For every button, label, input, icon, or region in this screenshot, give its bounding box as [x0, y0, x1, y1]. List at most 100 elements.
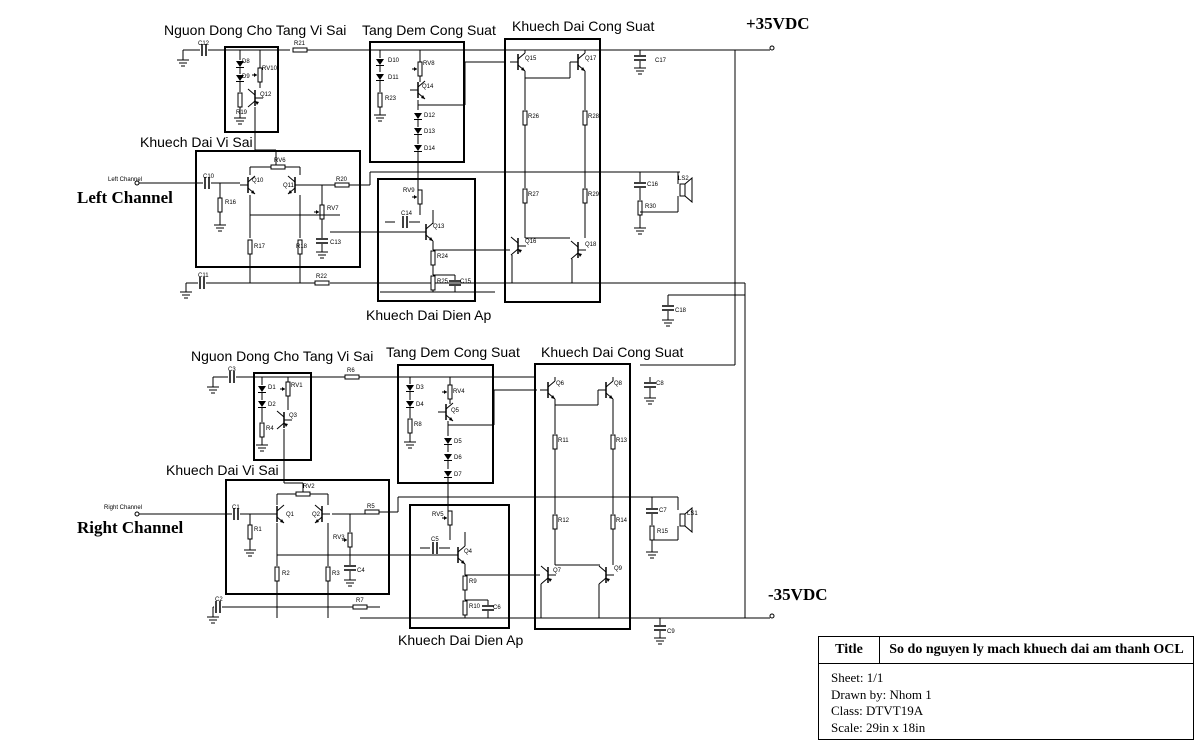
svg-text:R14: R14	[616, 518, 628, 524]
svg-text:R1: R1	[254, 527, 262, 533]
svg-text:Left Channel: Left Channel	[108, 177, 142, 183]
svg-text:Q3: Q3	[289, 413, 298, 419]
svg-text:Q16: Q16	[525, 239, 537, 245]
svg-text:RV1: RV1	[291, 383, 303, 389]
right-input-jack-icon	[134, 511, 146, 517]
svg-text:RV8: RV8	[423, 61, 435, 67]
negative-rail	[330, 282, 775, 645]
right-power-label: Khuech Dai Cong Suat	[541, 344, 684, 360]
svg-text:D7: D7	[454, 472, 462, 478]
svg-text:Q13: Q13	[433, 224, 445, 230]
right-voltage-amp-label: Khuech Dai Dien Ap	[398, 632, 524, 648]
sheet-info: Sheet: 1/1	[831, 670, 884, 685]
svg-text:R23: R23	[385, 96, 397, 102]
left-power-frame	[504, 38, 601, 303]
svg-text:RV10: RV10	[262, 66, 278, 72]
svg-text:R24: R24	[437, 254, 449, 260]
svg-text:R28: R28	[588, 114, 600, 120]
svg-text:C2: C2	[215, 597, 223, 603]
positive-rail	[320, 45, 775, 366]
svg-text:C4: C4	[357, 568, 365, 574]
right-differential-frame	[225, 479, 390, 595]
svg-text:D8: D8	[242, 59, 250, 65]
svg-text:R30: R30	[645, 204, 657, 210]
svg-text:C11: C11	[198, 273, 209, 279]
svg-text:D1: D1	[268, 385, 276, 391]
title-block: Title So do nguyen ly mach khuech dai am…	[818, 636, 1194, 740]
svg-text:R29: R29	[588, 192, 600, 198]
right-output-stage: Q6 Q8 R11 R13 R12 R14 Q7 Q9	[539, 377, 630, 618]
svg-text:RV2: RV2	[303, 484, 315, 490]
left-differential-label: Khuech Dai Vi Sai	[140, 134, 253, 150]
svg-text:R4: R4	[266, 426, 274, 432]
svg-text:C15: C15	[460, 279, 472, 285]
svg-text:C18: C18	[675, 308, 687, 314]
right-driver: D3 D4 R8 RV4 Q5 D5 D6 D7	[403, 377, 537, 512]
svg-text:D9: D9	[242, 74, 250, 80]
svg-text:LS1: LS1	[687, 511, 698, 517]
scale-info: Scale: 29in x 18in	[831, 719, 926, 735]
svg-text:D5: D5	[454, 439, 462, 445]
svg-text:R20: R20	[336, 177, 348, 183]
svg-text:Q4: Q4	[464, 549, 473, 555]
svg-text:R21: R21	[294, 41, 306, 47]
svg-text:Q5: Q5	[451, 408, 460, 414]
svg-text:Q18: Q18	[585, 242, 597, 248]
svg-text:C17: C17	[655, 58, 667, 64]
svg-text:D13: D13	[424, 129, 436, 135]
left-output-stage: Q15 Q17 R26 R28 R27 R29 Q16 Q18	[509, 50, 600, 283]
left-input: Left Channel C10 R16	[108, 174, 240, 232]
svg-text:RV6: RV6	[274, 158, 286, 164]
svg-text:LS2: LS2	[678, 176, 689, 182]
right-voltage-amp-frame	[409, 504, 510, 629]
right-current-source-frame	[253, 372, 312, 461]
svg-text:RV7: RV7	[327, 206, 339, 212]
svg-text:R5: R5	[367, 504, 375, 510]
svg-text:RV4: RV4	[453, 389, 465, 395]
left-channel-label: Left Channel	[77, 188, 173, 207]
class-info: Class: DTVT19A	[831, 703, 924, 718]
svg-text:C3: C3	[228, 367, 236, 373]
svg-text:R11: R11	[558, 438, 569, 444]
right-current-source: D1 D2 R4 RV1 Q3	[255, 377, 304, 494]
svg-text:C13: C13	[330, 240, 342, 246]
title-value: So do nguyen ly mach khuech dai am thanh…	[889, 642, 1184, 657]
left-speaker: C16 R30 LS2	[633, 171, 693, 235]
svg-text:Q15: Q15	[525, 56, 537, 62]
svg-text:R8: R8	[414, 422, 422, 428]
svg-text:Q12: Q12	[260, 92, 272, 98]
svg-text:D2: D2	[268, 402, 276, 408]
svg-text:R19: R19	[236, 110, 248, 116]
svg-text:D3: D3	[416, 385, 424, 391]
svg-text:C6: C6	[493, 605, 501, 611]
left-driver-frame	[369, 41, 465, 163]
right-differential: RV2 Q1 Q2 R2 R3 R5 RV3 C4	[268, 484, 678, 618]
rail-links	[380, 283, 601, 302]
svg-text:R27: R27	[528, 192, 540, 198]
svg-text:R26: R26	[528, 114, 540, 120]
drawn-by-info: Drawn by: Nhom 1	[831, 686, 932, 702]
right-driver-frame	[397, 364, 494, 484]
right-differential-label: Khuech Dai Vi Sai	[166, 462, 279, 478]
right-current-source-label: Nguon Dong Cho Tang Vi Sai	[191, 348, 373, 364]
svg-text:D4: D4	[416, 402, 424, 408]
svg-text:C16: C16	[647, 182, 659, 188]
svg-text:C5: C5	[431, 537, 439, 543]
left-current-source-label: Nguon Dong Cho Tang Vi Sai	[164, 22, 346, 38]
left-differential-frame	[195, 150, 361, 268]
title-label: Title	[819, 637, 880, 663]
svg-text:R18: R18	[296, 244, 308, 250]
left-power-label: Khuech Dai Cong Suat	[512, 18, 655, 34]
svg-text:Q8: Q8	[614, 381, 623, 387]
right-driver-label: Tang Dem Cong Suat	[386, 344, 520, 360]
right-speaker: C8 C7 R15 LS1	[643, 377, 698, 559]
svg-text:R17: R17	[254, 244, 266, 250]
svg-text:C12: C12	[198, 41, 210, 47]
svg-text:R13: R13	[616, 438, 628, 444]
svg-text:D10: D10	[388, 58, 400, 64]
svg-text:R2: R2	[282, 571, 290, 577]
svg-text:Q1: Q1	[286, 512, 295, 518]
svg-text:R6: R6	[347, 368, 355, 374]
svg-text:D14: D14	[424, 146, 436, 152]
